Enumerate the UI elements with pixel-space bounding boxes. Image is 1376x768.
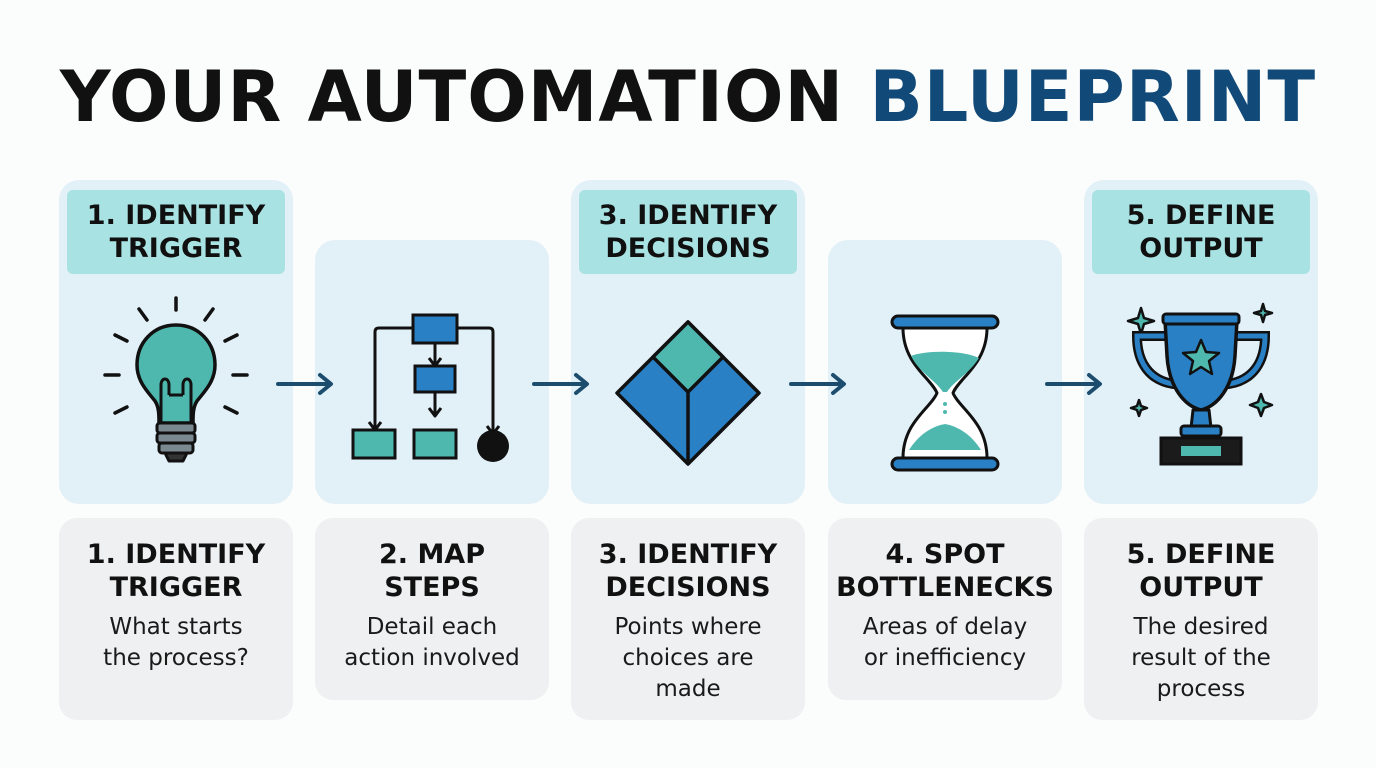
title-main: YOUR AUTOMATION: [59, 56, 845, 138]
arrow-right-icon: [532, 373, 589, 395]
arrow-right-icon: [276, 373, 333, 395]
step-5-title: 5. DEFINE OUTPUT: [1126, 539, 1276, 603]
step-4-card: 4. SPOT BOTTLENECKS Areas of delay or in…: [828, 518, 1062, 700]
title-accent: BLUEPRINT: [869, 56, 1317, 138]
step-4-panel: [828, 240, 1062, 504]
step-1-description: What starts the process?: [103, 614, 249, 671]
flowchart-icon: [351, 313, 509, 462]
page-title: YOUR AUTOMATION BLUEPRINT: [0, 62, 1376, 132]
step-2-description: Detail each action involved: [344, 614, 520, 671]
hourglass-icon: [890, 314, 1000, 472]
step-3-card: 3. IDENTIFY DECISIONS Points where choic…: [571, 518, 805, 720]
step-4-title: 4. SPOT BOTTLENECKS: [836, 539, 1054, 603]
step-5-description: The desired result of the process: [1131, 614, 1271, 702]
step-1-header: 1. IDENTIFY TRIGGER: [67, 190, 285, 274]
lightbulb-icon: [103, 296, 249, 463]
step-3-header: 3. IDENTIFY DECISIONS: [579, 190, 797, 274]
arrow-right-icon: [789, 373, 846, 395]
step-5-card: 5. DEFINE OUTPUT The desired result of t…: [1084, 518, 1318, 720]
step-2-panel: [315, 240, 549, 504]
step-3-title: 3. IDENTIFY DECISIONS: [598, 539, 778, 603]
arrow-right-icon: [1045, 373, 1102, 395]
step-2-card: 2. MAP STEPS Detail each action involved: [315, 518, 549, 700]
step-5-panel: 5. DEFINE OUTPUT: [1084, 180, 1318, 504]
step-1-title: 1. IDENTIFY TRIGGER: [86, 539, 266, 603]
step-5-header: 5. DEFINE OUTPUT: [1092, 190, 1310, 274]
diamond-icon: [615, 320, 761, 466]
step-4-description: Areas of delay or inefficiency: [862, 614, 1028, 671]
step-3-panel: 3. IDENTIFY DECISIONS: [571, 180, 805, 504]
step-2-title: 2. MAP STEPS: [379, 539, 485, 603]
step-1-panel: 1. IDENTIFY TRIGGER: [59, 180, 293, 504]
trophy-icon: [1126, 302, 1274, 466]
step-3-description: Points where choices are made: [614, 614, 762, 702]
step-1-card: 1. IDENTIFY TRIGGER What starts the proc…: [59, 518, 293, 720]
